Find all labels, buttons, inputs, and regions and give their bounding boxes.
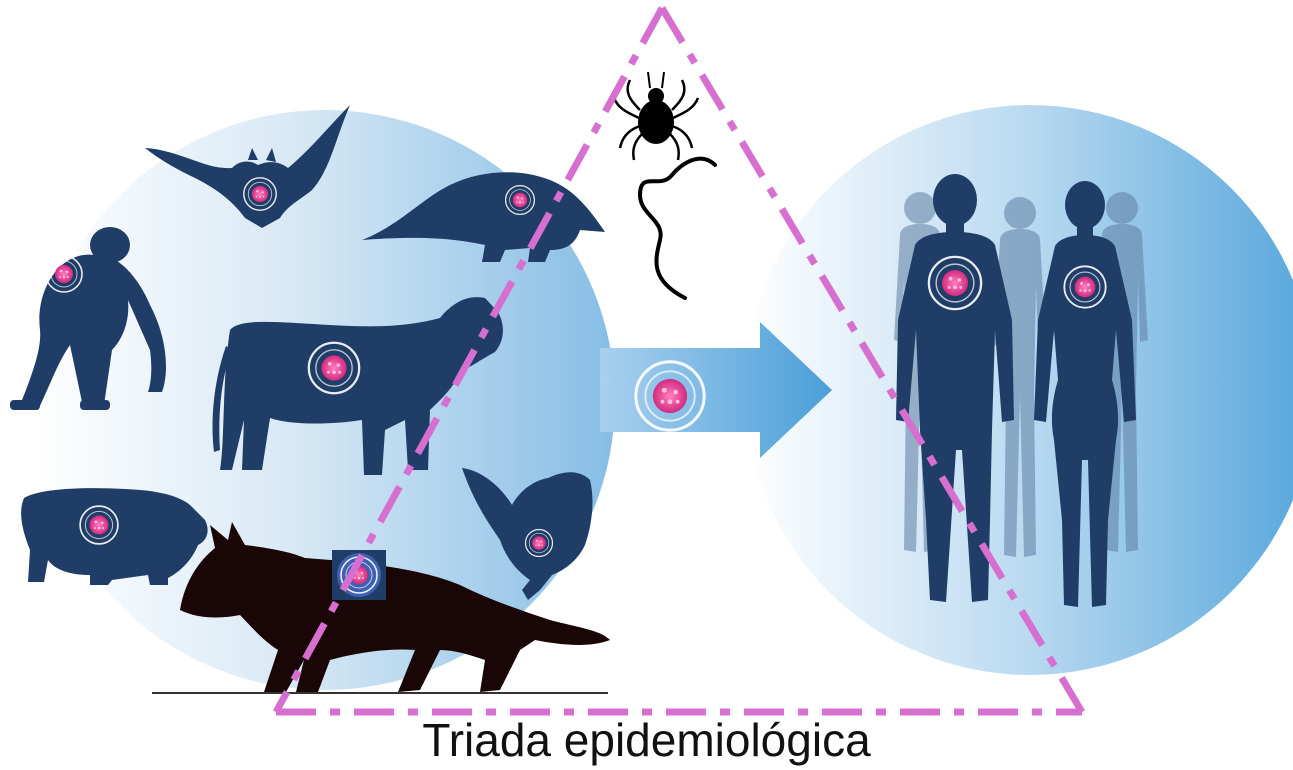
virus-icon bbox=[636, 362, 704, 430]
virus-icon bbox=[46, 256, 82, 292]
virus-icon bbox=[1064, 266, 1105, 307]
virus-icon bbox=[244, 178, 276, 210]
virus-icon bbox=[929, 257, 981, 309]
virus-icon bbox=[309, 343, 359, 393]
virus-icon bbox=[526, 530, 553, 557]
virus-icon bbox=[506, 186, 535, 215]
vector-panel bbox=[608, 150, 718, 298]
tick-icon bbox=[614, 72, 698, 160]
virus-icon bbox=[80, 506, 118, 544]
diagram-caption: Triada epidemiológica bbox=[0, 712, 1293, 768]
